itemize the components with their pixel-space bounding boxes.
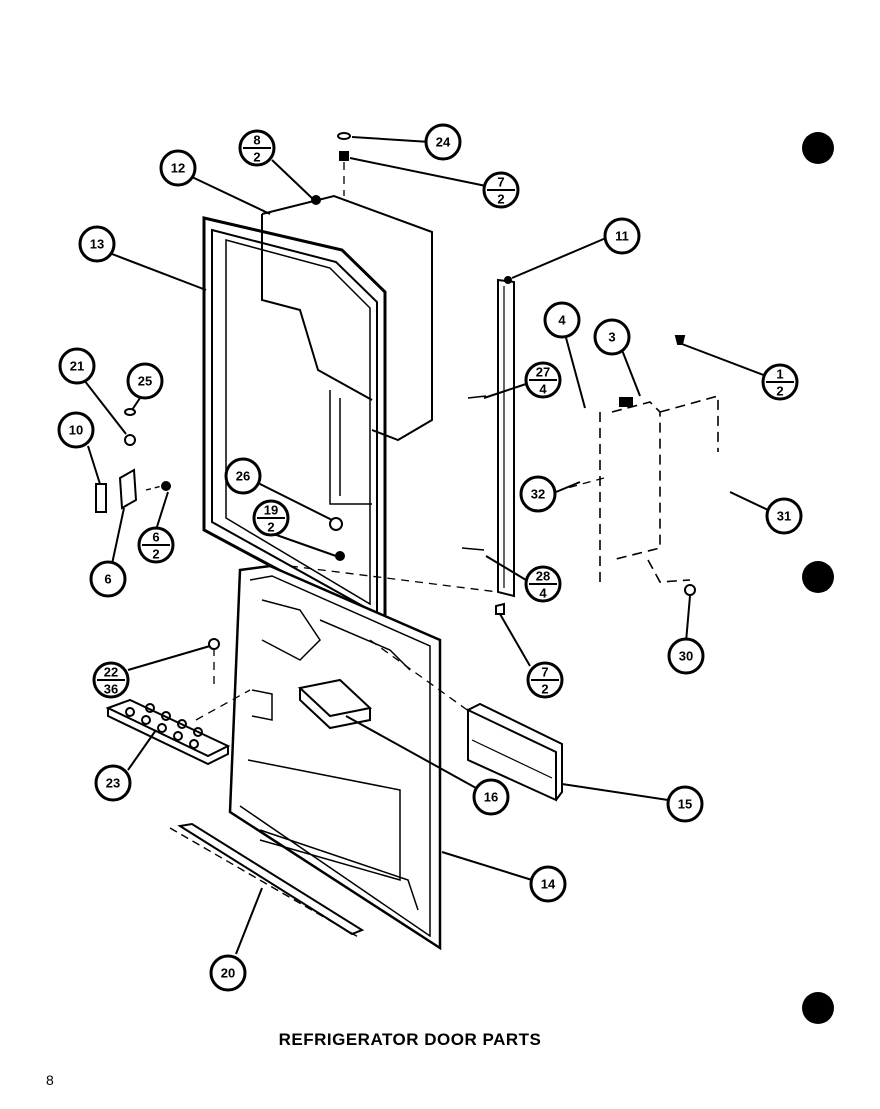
dairy-shelf <box>467 702 563 802</box>
callout-label: 13 <box>90 237 104 252</box>
callout-top: 1 <box>776 367 783 382</box>
door-frame-strip <box>497 278 515 598</box>
parts-artwork <box>95 132 719 951</box>
door-liner <box>228 564 442 951</box>
callout-bottom: 4 <box>539 382 547 397</box>
fasteners <box>208 132 696 650</box>
callout-11: 11 <box>603 217 641 255</box>
callout-20: 20 <box>209 954 247 992</box>
callout-label: 20 <box>221 966 235 981</box>
callout-label: 12 <box>171 161 185 176</box>
bottom-trim-strip <box>169 822 365 939</box>
callout-top: 7 <box>497 175 504 190</box>
callout-3: 3 <box>593 318 631 356</box>
callout-label: 25 <box>138 374 152 389</box>
small-bracket <box>619 397 633 407</box>
callout-top: 22 <box>104 665 118 680</box>
diagram-title: REFRIGERATOR DOOR PARTS <box>278 1030 542 1049</box>
door-shelf-parts <box>599 394 719 586</box>
callout-31: 31 <box>765 497 803 535</box>
callout-label: 15 <box>678 797 692 812</box>
callout-10: 10 <box>57 411 95 449</box>
callout-13: 13 <box>78 225 116 263</box>
callout-4: 4 <box>543 301 581 339</box>
callout-22-36: 22 36 <box>92 661 130 699</box>
page-number: 8 <box>46 1072 54 1088</box>
callout-26: 26 <box>224 457 262 495</box>
callout-8-2: 8 2 <box>238 129 276 167</box>
callout-label: 31 <box>777 509 791 524</box>
callout-21: 21 <box>58 347 96 385</box>
egg-tray <box>105 698 231 766</box>
callout-14: 14 <box>529 865 567 903</box>
callout-23: 23 <box>94 764 132 802</box>
callout-6-2: 6 2 <box>137 526 175 564</box>
callout-12: 12 <box>159 149 197 187</box>
callout-25: 25 <box>126 362 164 400</box>
callout-bottom: 2 <box>267 520 274 535</box>
callout-bottom: 36 <box>104 682 118 697</box>
callout-bottom: 2 <box>497 192 504 207</box>
binder-hole-bottom <box>802 992 834 1024</box>
callouts: 12 13 8 2 24 7 2 11 4 <box>57 123 803 992</box>
callout-bottom: 4 <box>539 586 547 601</box>
callout-24: 24 <box>424 123 462 161</box>
callout-15: 15 <box>666 785 704 823</box>
butter-compartment <box>297 678 373 730</box>
callout-label: 23 <box>106 776 120 791</box>
callout-7-2-bottom: 7 2 <box>526 661 564 699</box>
callout-27-4: 27 4 <box>524 361 562 399</box>
callout-label: 21 <box>70 359 84 374</box>
callout-bottom: 2 <box>152 547 159 562</box>
callout-top: 28 <box>536 569 550 584</box>
callout-top: 6 <box>152 530 159 545</box>
binder-hole-top <box>802 132 834 164</box>
callout-label: 14 <box>541 877 556 892</box>
hinge-hardware <box>95 408 171 513</box>
callout-19-2: 19 2 <box>252 499 290 537</box>
callout-16: 16 <box>472 778 510 816</box>
callout-label: 30 <box>679 649 693 664</box>
callout-30: 30 <box>667 637 705 675</box>
door-gasket <box>202 216 387 625</box>
callout-7-2-top: 7 2 <box>482 171 520 209</box>
callout-label: 26 <box>236 469 250 484</box>
callout-1-2: 1 2 <box>761 363 799 401</box>
leader-lines <box>83 136 769 955</box>
callout-top: 7 <box>541 665 548 680</box>
assembly-guides <box>195 162 605 721</box>
callout-6: 6 <box>89 560 127 598</box>
callout-top: 8 <box>253 133 260 148</box>
callout-top: 19 <box>264 503 278 518</box>
callout-label: 3 <box>608 330 615 345</box>
callout-label: 11 <box>615 229 629 244</box>
callout-label: 6 <box>104 572 111 587</box>
callout-label: 16 <box>484 790 498 805</box>
callout-label: 32 <box>531 487 545 502</box>
callout-label: 24 <box>436 135 451 150</box>
callout-bottom: 2 <box>253 150 260 165</box>
callout-32: 32 <box>519 475 557 513</box>
callout-top: 27 <box>536 365 550 380</box>
callout-28-4: 28 4 <box>524 565 562 603</box>
binder-hole-middle <box>802 561 834 593</box>
callout-bottom: 2 <box>776 384 783 399</box>
callout-label: 10 <box>69 423 83 438</box>
callout-label: 4 <box>558 313 566 328</box>
callout-bottom: 2 <box>541 682 548 697</box>
door-outer-panel <box>261 194 433 505</box>
